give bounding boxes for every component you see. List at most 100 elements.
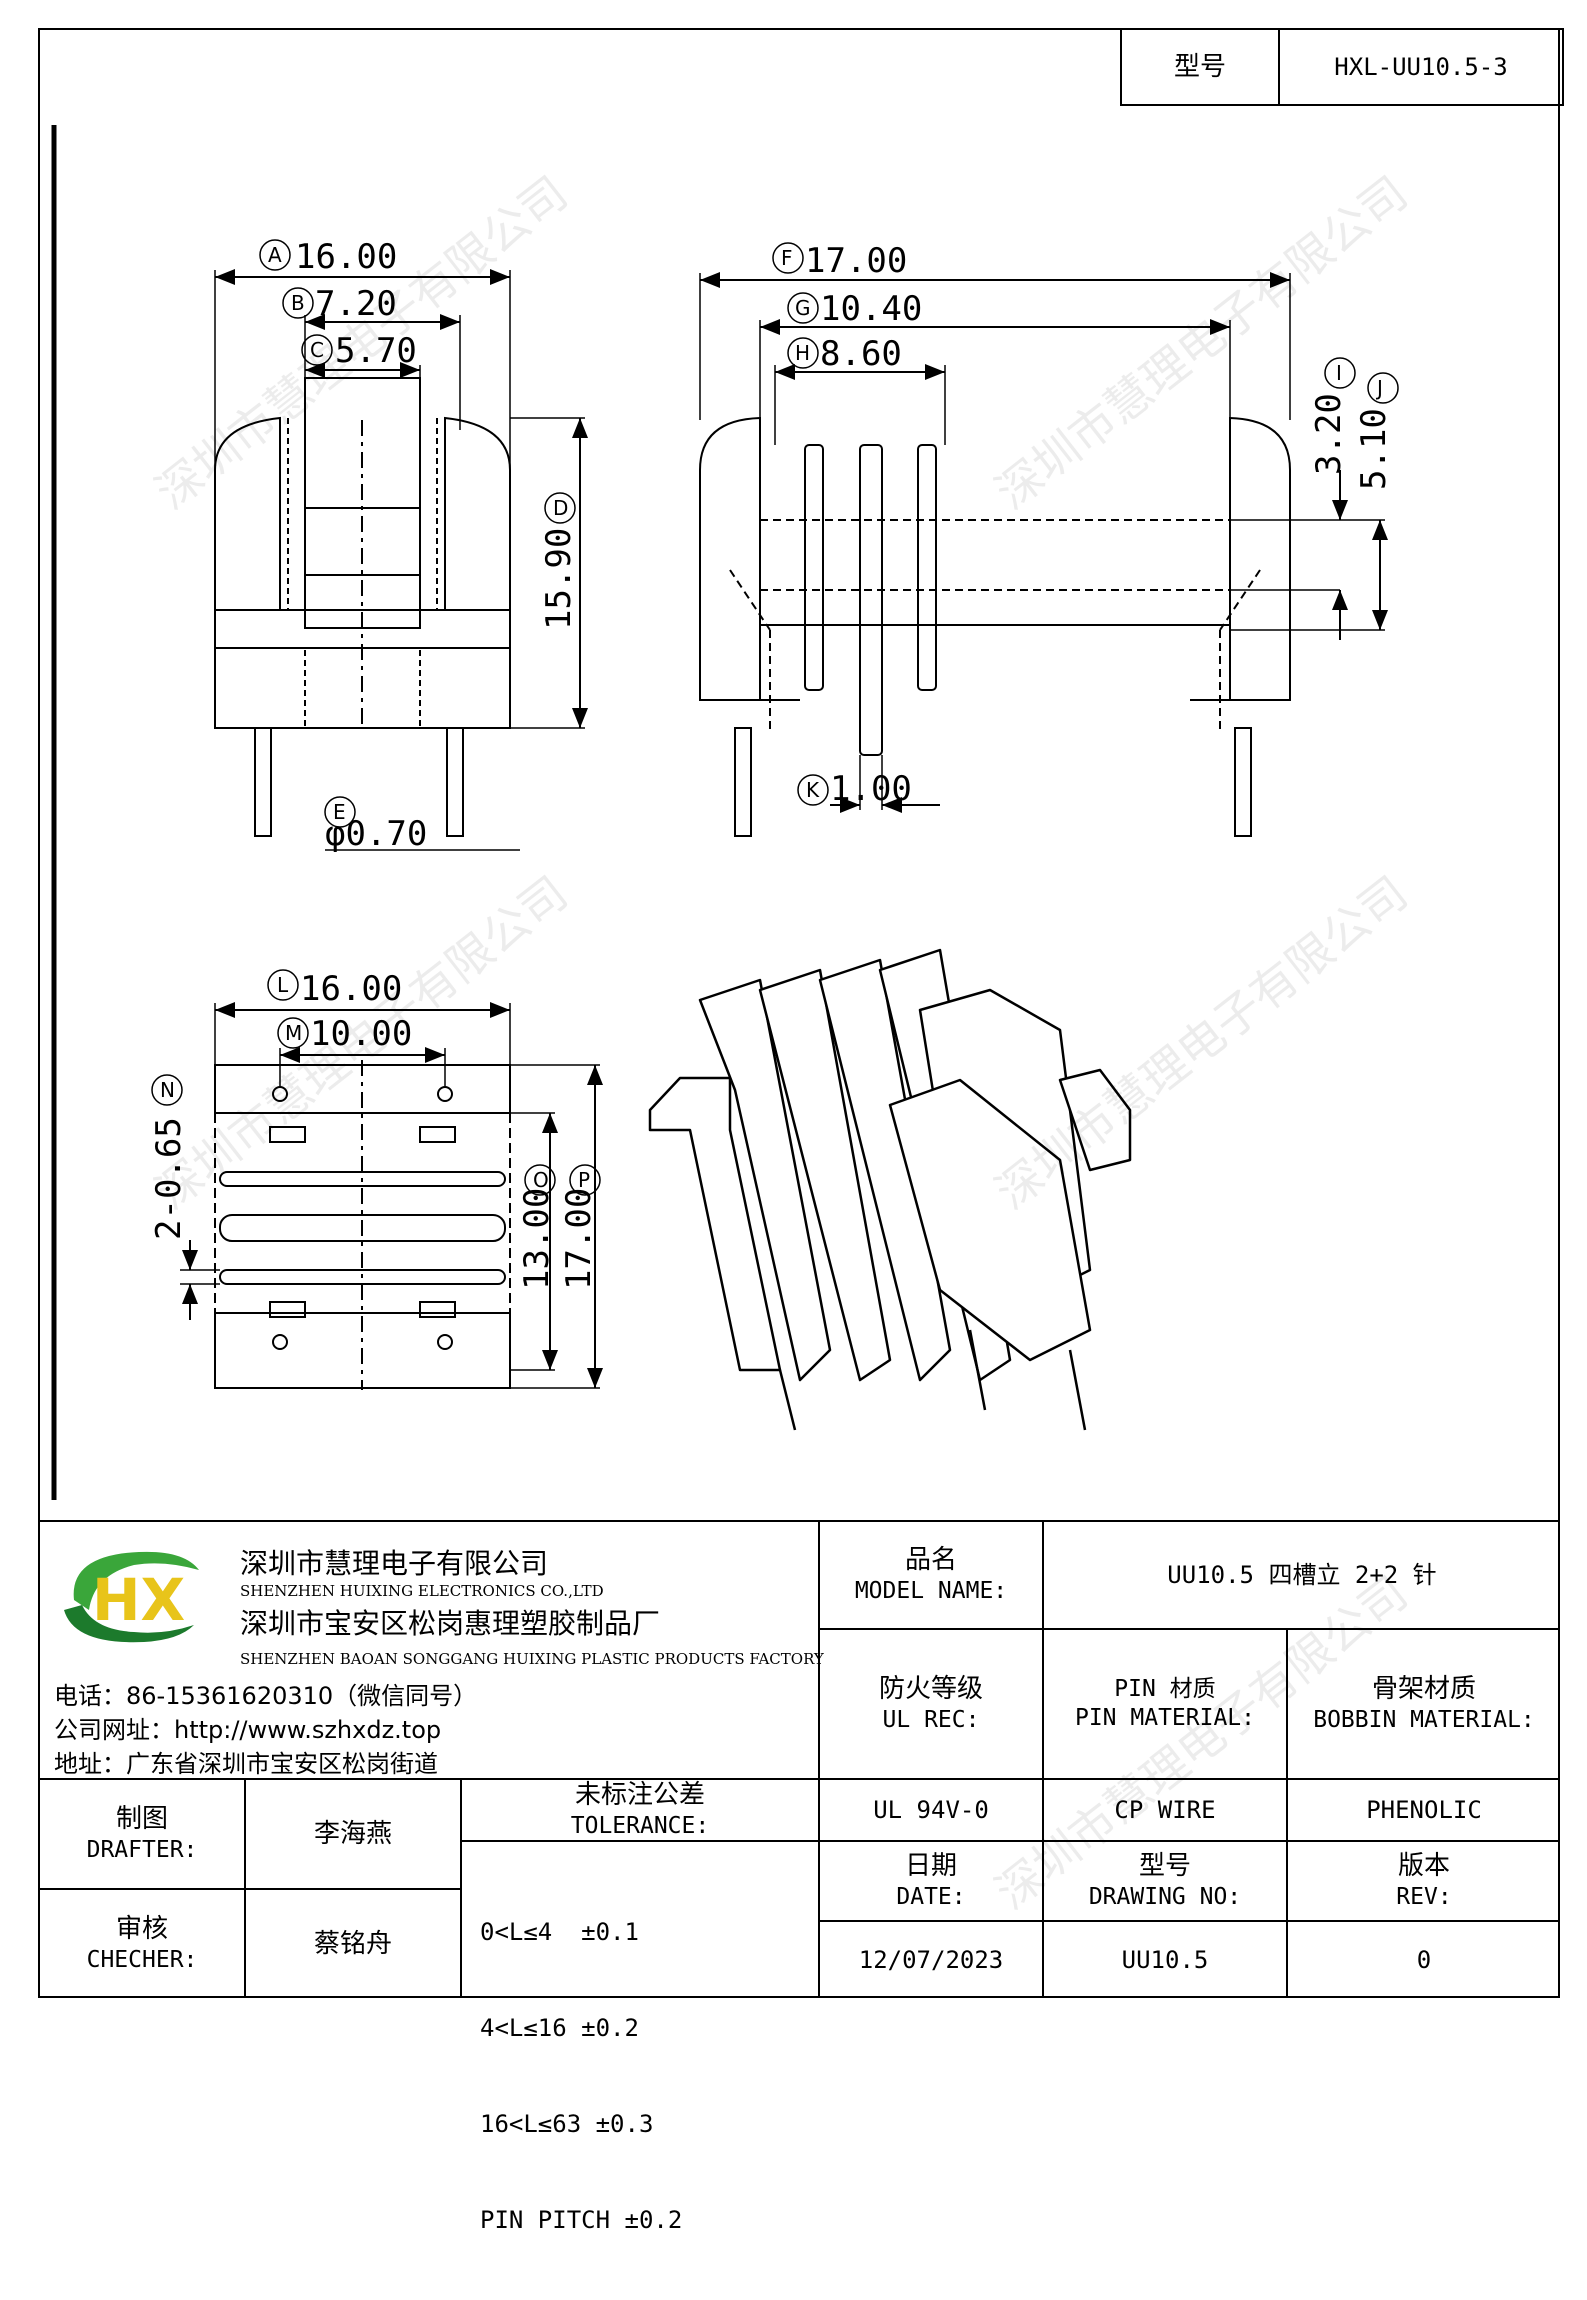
svg-text:G: G (795, 296, 811, 320)
factory-name-cn: 深圳市宝安区松岗惠理塑胶制品厂 (240, 1607, 661, 1640)
svg-text:C: C (310, 338, 324, 362)
engineering-drawing: 16.00 7.20 5.70 15.90 φ0.70 17.00 10.40 … (51, 125, 1399, 1500)
company-website[interactable]: 公司网址：http://www.szhxdz.top (54, 1716, 442, 1744)
dim-K: 1.00 (830, 769, 912, 809)
title-block-top-border (40, 1520, 1560, 1522)
divider (818, 1520, 820, 1998)
dim-L: 16.00 (300, 969, 402, 1009)
label-D: D (544, 492, 576, 524)
svg-text:N: N (160, 1078, 175, 1102)
date-label: 日期 DATE: (896, 1851, 966, 1910)
company-logo: HX (54, 1540, 204, 1650)
label-O: O (524, 1164, 556, 1196)
dim-O: 13.00 (517, 1188, 557, 1290)
svg-text:P: P (578, 1168, 590, 1192)
drawing-sheet: 型号 HXL-UU10.5-3 (38, 28, 1564, 2234)
label-F: F (772, 242, 804, 274)
svg-text:M: M (285, 1021, 302, 1045)
checker-label: 审核 CHECHER: (86, 1914, 198, 1973)
tolerance-line: PIN PITCH ±0.2 (480, 2206, 683, 2234)
svg-text:D: D (553, 496, 568, 520)
tolerance-list: 0<L≤4 ±0.1 4<L≤16 ±0.2 16<L≤63 ±0.3 PIN … (480, 1852, 810, 2300)
dim-E: φ0.70 (325, 814, 427, 854)
label-C: C (301, 334, 333, 366)
svg-text:J: J (1375, 376, 1383, 400)
company-phone: 电话：86-15361620310（微信同号） (54, 1682, 478, 1710)
dim-M: 10.00 (310, 1014, 412, 1054)
dim-N: 2-0.65 (149, 1117, 189, 1240)
dim-F: 17.00 (805, 241, 907, 281)
isometric-view (648, 948, 1132, 1431)
dim-J: 5.10 (1354, 408, 1394, 490)
rev-label: 版本 REV: (1396, 1851, 1452, 1910)
svg-text:B: B (291, 291, 305, 315)
bobbin-material-label: 骨架材质 BOBBIN MATERIAL: (1313, 1674, 1535, 1733)
ul-rec-value: UL 94V-0 (873, 1796, 989, 1824)
divider (818, 1628, 1560, 1630)
svg-text:H: H (795, 341, 810, 365)
model-name-value: UU10.5 四槽立 2+2 针 (1167, 1561, 1437, 1589)
divider (1042, 1520, 1044, 1998)
header-model-value-cell: HXL-UU10.5-3 (1278, 28, 1564, 106)
label-N: N (151, 1074, 183, 1106)
bobbin-material-value: PHENOLIC (1366, 1796, 1482, 1824)
dim-D: 15.90 (539, 528, 579, 630)
svg-text:HX: HX (92, 1566, 185, 1634)
label-I: I (1324, 357, 1356, 389)
label-L: L (267, 969, 299, 1001)
svg-text:K: K (806, 778, 820, 802)
pin-material-value: CP WIRE (1114, 1796, 1216, 1824)
model-name-label: 品名 MODEL NAME: (854, 1545, 1008, 1604)
bottom-view (180, 1002, 603, 1390)
label-J: J (1367, 372, 1399, 404)
rev-value: 0 (1416, 1946, 1432, 1974)
tolerance-line: 4<L≤16 ±0.2 (480, 2014, 639, 2042)
factory-name-en: SHENZHEN BAOAN SONGGANG HUIXING PLASTIC … (240, 1650, 824, 1668)
drafter-label: 制图 DRAFTER: (86, 1804, 198, 1863)
svg-text:F: F (781, 246, 793, 270)
dim-B: 7.20 (315, 284, 397, 324)
header-model-label: 型号 (1173, 51, 1226, 82)
svg-text:A: A (268, 243, 282, 267)
label-A: A (259, 239, 291, 271)
tolerance-line: 16<L≤63 ±0.3 (480, 2110, 654, 2138)
svg-text:O: O (533, 1168, 549, 1192)
company-name-en: SHENZHEN HUIXING ELECTRONICS CO.,LTD (240, 1582, 604, 1600)
divider (460, 1840, 818, 1842)
side-view (699, 272, 1388, 837)
label-E: E (324, 796, 356, 828)
label-M: M (277, 1017, 309, 1049)
checker-value: 蔡铭舟 (313, 1928, 392, 1959)
label-K: K (797, 774, 829, 806)
drawing-no-label: 型号 DRAWING NO: (1088, 1851, 1242, 1910)
dim-H: 8.60 (820, 334, 902, 374)
svg-text:E: E (333, 800, 346, 824)
divider (40, 1888, 460, 1890)
header-model-value: HXL-UU10.5-3 (1334, 53, 1508, 81)
label-H: H (787, 337, 819, 369)
company-address: 地址：广东省深圳市宝安区松岗街道 (54, 1750, 438, 1778)
header-model-label-cell: 型号 (1120, 28, 1280, 106)
divider (244, 1778, 246, 1998)
date-value: 12/07/2023 (858, 1946, 1004, 1974)
divider (818, 1840, 1560, 1842)
dim-C: 5.70 (335, 331, 417, 371)
label-B: B (282, 287, 314, 319)
divider (818, 1920, 1560, 1922)
tolerance-line: 0<L≤4 ±0.1 (480, 1918, 639, 1946)
dim-P: 17.00 (559, 1188, 599, 1290)
company-name-cn: 深圳市慧理电子有限公司 (240, 1547, 549, 1580)
label-G: G (787, 292, 819, 324)
dim-A: 16.00 (295, 237, 397, 277)
svg-text:L: L (277, 973, 289, 997)
drawing-no-value: UU10.5 (1121, 1946, 1209, 1974)
label-P: P (569, 1164, 601, 1196)
divider (1286, 1628, 1288, 1998)
front-view (214, 269, 588, 851)
ul-rec-label: 防火等级 UL REC: (878, 1674, 983, 1733)
svg-text:I: I (1336, 361, 1342, 385)
dim-G: 10.40 (820, 289, 922, 329)
divider (460, 1778, 462, 1998)
tolerance-label: 未标注公差 TOLERANCE: (570, 1780, 710, 1839)
dim-I: 3.20 (1309, 393, 1349, 475)
